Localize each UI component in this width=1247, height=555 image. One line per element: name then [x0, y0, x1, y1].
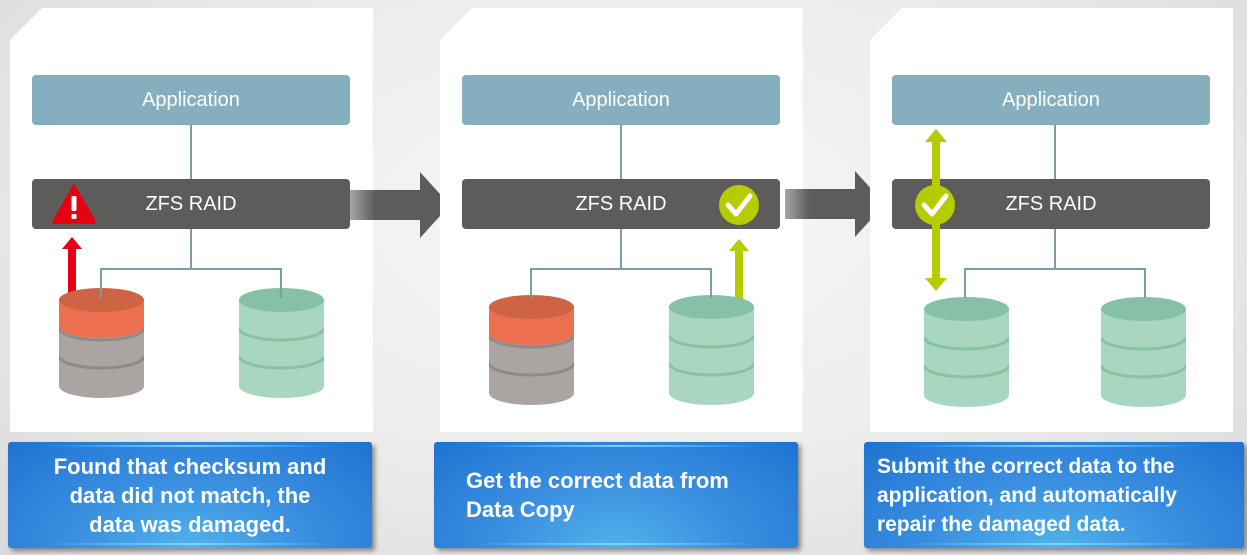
application-box: Application: [462, 75, 780, 125]
caption-line: application, and automatically: [877, 483, 1177, 507]
healthy-disk: [239, 288, 324, 398]
healthy-disk: [669, 295, 754, 405]
caption-line: Get the correct data from: [466, 468, 729, 493]
disks-bus: [964, 268, 1146, 270]
app-raid-connector: [190, 125, 192, 179]
step-3-panel: Application ZFS RAID: [870, 0, 1245, 440]
step-3-card: Application ZFS RAID: [870, 8, 1233, 432]
error-up-arrow-icon: [62, 237, 82, 301]
caption-line: data did not match, the: [69, 482, 311, 508]
raid-disks-connector: [1054, 229, 1056, 270]
right-disk-connector: [1144, 268, 1146, 298]
disks-bus: [530, 268, 712, 270]
check-icon: [915, 185, 955, 225]
damaged-disk: [489, 295, 574, 405]
left-disk-connector: [964, 268, 966, 298]
application-box: Application: [892, 75, 1210, 125]
check-icon: [719, 185, 759, 225]
warning-icon: [52, 184, 96, 224]
damaged-disk: [59, 288, 144, 398]
raid-disks-connector: [620, 229, 622, 270]
step-2-card: Application ZFS RAID: [440, 8, 803, 432]
app-raid-connector: [620, 125, 622, 179]
left-disk-connector: [530, 268, 532, 298]
caption-line: Data Copy: [466, 497, 575, 522]
caption-line: repair the damaged data.: [877, 512, 1126, 536]
step-3-caption: Submit the correct data to the applicati…: [864, 442, 1244, 548]
left-disk-connector: [100, 268, 102, 298]
caption-line: Submit the correct data to the: [877, 454, 1175, 478]
caption-line: Found that checksum and: [53, 453, 327, 479]
right-disk-connector: [280, 268, 282, 298]
repaired-disk: [924, 297, 1009, 407]
step-2-caption: Get the correct data from Data Copy: [434, 442, 798, 548]
step-1-caption: Found that checksum and data did not mat…: [8, 442, 372, 548]
step-2-panel: Application ZFS RAID: [440, 0, 815, 440]
app-raid-connector: [1054, 125, 1056, 179]
step-1-card: Application ZFS RAID: [10, 8, 373, 432]
step-1-panel: Application ZFS RAID: [10, 0, 385, 440]
correct-data-up-arrow-icon: [729, 239, 749, 303]
right-disk-connector: [710, 268, 712, 298]
raid-disks-connector: [190, 229, 192, 270]
flow-arrow-step1-to-step2: [350, 172, 450, 238]
flow-arrow-step2-to-step3: [785, 171, 885, 237]
disks-bus: [100, 268, 282, 270]
application-box: Application: [32, 75, 350, 125]
healthy-disk: [1101, 297, 1186, 407]
caption-line: data was damaged.: [89, 511, 291, 537]
